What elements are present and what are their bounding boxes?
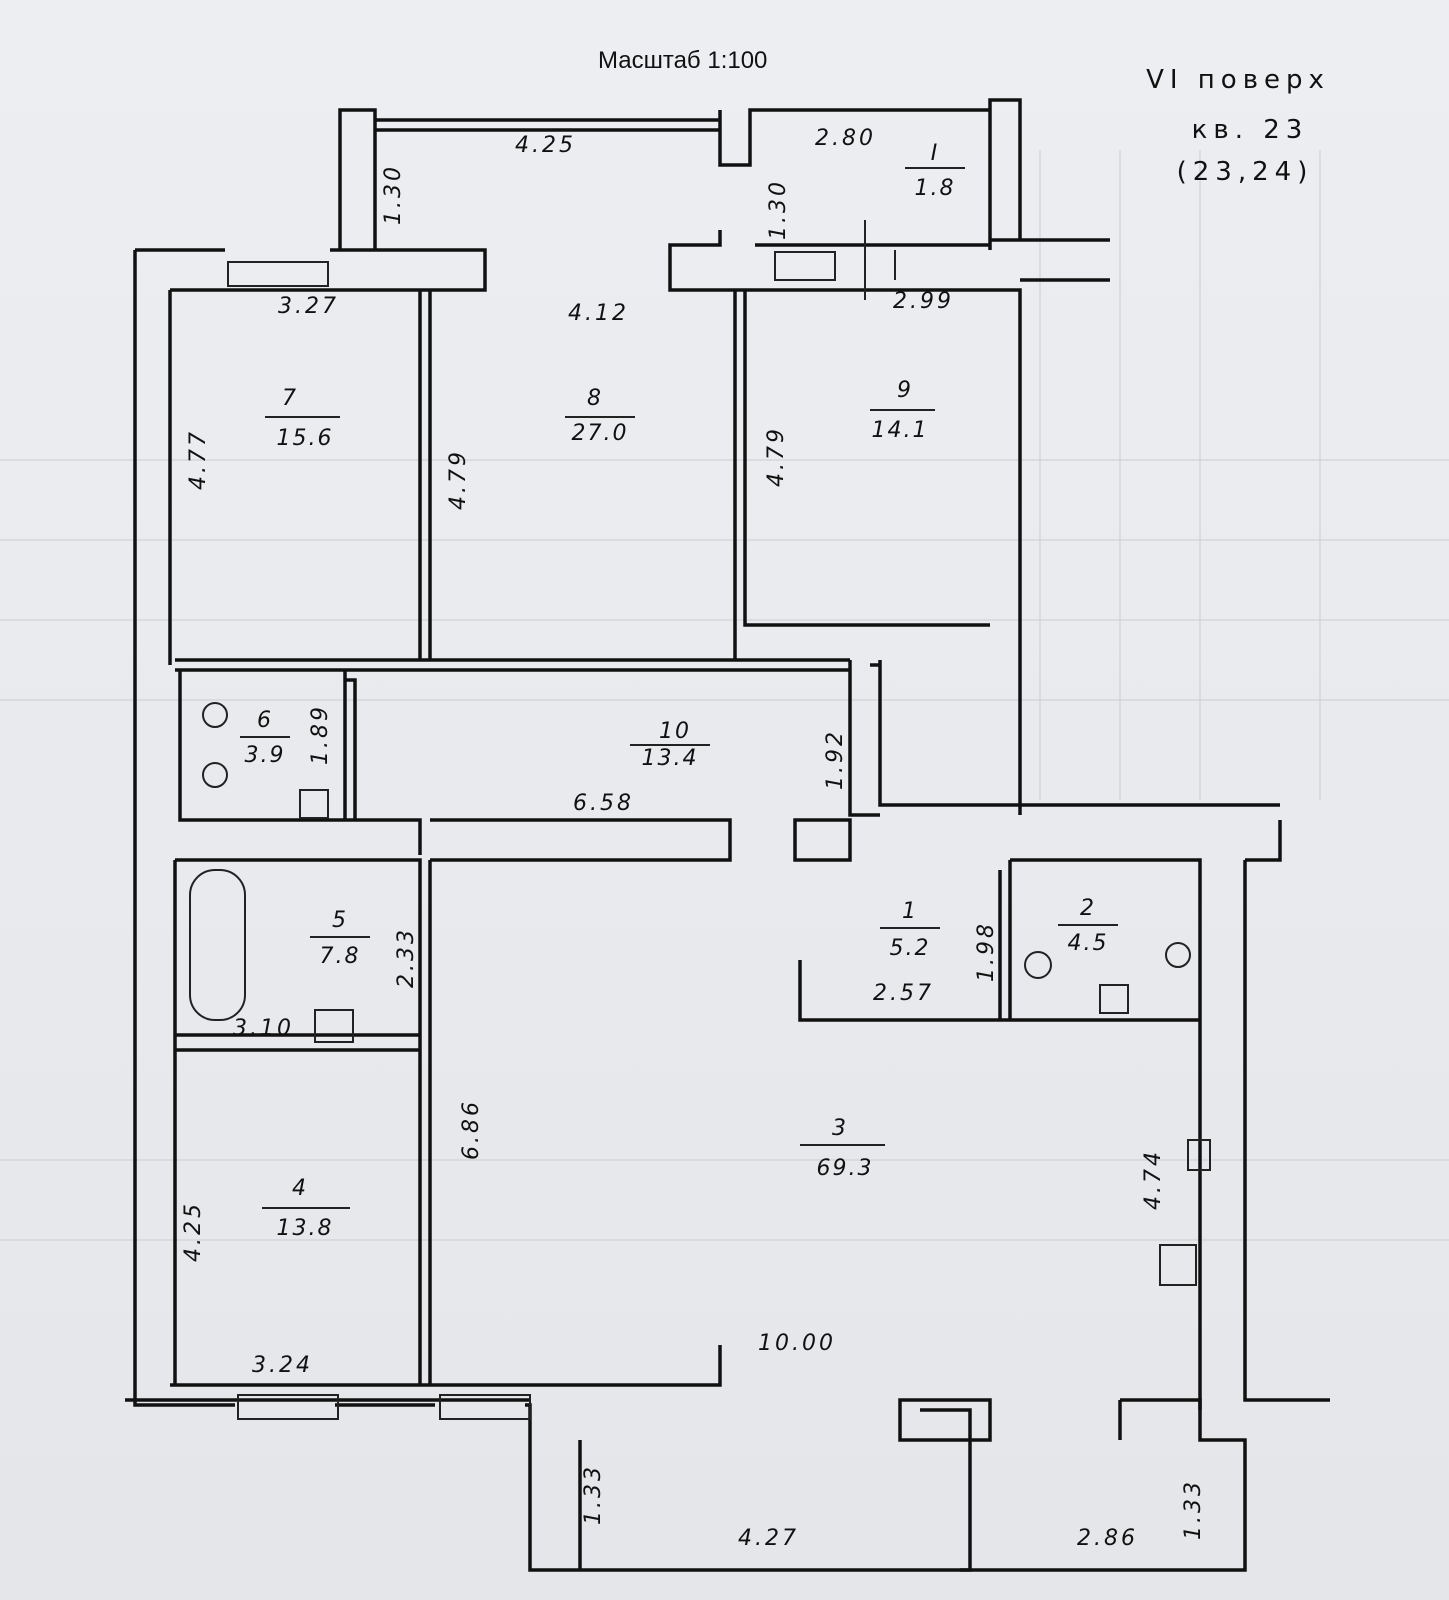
dimension: 2.57 <box>873 981 934 1006</box>
kitchen-sink-icon <box>1187 1139 1211 1171</box>
room-label-text: 3 <box>832 1116 848 1141</box>
apartment-label: кв. 23 <box>1192 115 1309 145</box>
room-label-text: 69.3 <box>817 1156 874 1181</box>
sink-icon <box>314 1009 354 1043</box>
dimension: 6.86 <box>459 1099 484 1160</box>
room-2: 24.5 <box>1058 896 1118 956</box>
windows <box>227 220 896 1420</box>
room-label-text: 5.2 <box>890 936 931 961</box>
dimension: 1.92 <box>823 729 848 790</box>
dimension: 1.33 <box>581 1464 606 1525</box>
dimension: 1.89 <box>308 704 333 765</box>
room-label-text: 13.8 <box>277 1216 334 1241</box>
dimension: 2.86 <box>1077 1526 1138 1551</box>
room-label-text: I <box>931 141 940 166</box>
dimension: 2.33 <box>394 927 419 988</box>
dimension: 2.80 <box>815 126 876 151</box>
dimension: 10.00 <box>758 1331 836 1356</box>
room-label-text: 7 <box>282 386 298 411</box>
bidet-icon <box>202 762 228 788</box>
dimension-labels: 4.25 1.30 2.80 1.30 3.27 4.12 2.99 4.77 … <box>181 126 1206 1551</box>
dimension: 6.58 <box>573 791 634 816</box>
room-3: 369.3 <box>800 1116 885 1181</box>
room-labels: 15.2 24.5 369.3 413.8 57.8 63.9 715.6 82… <box>240 141 1118 1241</box>
fixtures <box>189 702 1211 1286</box>
room-5: 57.8 <box>310 908 370 969</box>
room-label-text: 2 <box>1080 896 1096 921</box>
bathtub-icon <box>189 869 246 1021</box>
toilet-icon <box>202 702 228 728</box>
background-grid <box>0 150 1449 1241</box>
dimension: 3.27 <box>278 294 339 319</box>
room-label-text: 4 <box>292 1176 308 1201</box>
dimension: 4.25 <box>515 133 576 158</box>
dimension: 3.10 <box>233 1016 294 1041</box>
room-label-text: 13.4 <box>642 746 699 771</box>
dimension: 1.30 <box>766 179 791 240</box>
room-label-text: 8 <box>587 386 603 411</box>
dimension: 4.12 <box>568 301 629 326</box>
room-label-text: 10 <box>659 719 691 744</box>
dimension: 4.27 <box>738 1526 799 1551</box>
toilet-icon <box>1024 951 1052 979</box>
room-label-text: 5 <box>332 908 348 933</box>
room-7: 715.6 <box>265 386 340 451</box>
floor-label: VI поверх <box>1146 65 1330 95</box>
dimension: 4.77 <box>186 429 211 490</box>
room-label-text: 1 <box>902 899 918 924</box>
room-8: 827.0 <box>565 386 635 446</box>
dimension: 4.74 <box>1141 1149 1166 1210</box>
room-label-text: 9 <box>897 378 913 403</box>
room-label-text: 15.6 <box>277 426 334 451</box>
room-label-text: 7.8 <box>320 944 361 969</box>
room-label-text: 6 <box>257 708 273 733</box>
room-label-text: 1.8 <box>915 176 956 201</box>
room-1: 15.2 <box>880 899 940 961</box>
room-label-text: 3.9 <box>245 743 286 768</box>
room-label-text: 4.5 <box>1068 931 1109 956</box>
dimension: 4.79 <box>764 426 789 487</box>
room-6: 63.9 <box>240 708 290 768</box>
stove-icon <box>1159 1244 1197 1286</box>
room-9: 914.1 <box>870 378 935 443</box>
room-label-text: 27.0 <box>572 421 629 446</box>
sink-icon <box>299 789 329 819</box>
sink-icon <box>1099 984 1129 1014</box>
walls <box>125 98 1330 1572</box>
toilet-icon <box>1165 942 1191 968</box>
dimension: 1.30 <box>381 164 406 225</box>
dimension: 3.24 <box>252 1353 313 1378</box>
dimension: 4.25 <box>181 1201 206 1262</box>
dimension: 1.33 <box>1181 1479 1206 1540</box>
room-4: 413.8 <box>262 1176 350 1241</box>
dimension: 2.99 <box>893 289 954 314</box>
dimension: 4.79 <box>446 449 471 510</box>
dimension: 1.98 <box>974 921 999 982</box>
scale-label: Масштаб 1:100 <box>598 47 767 74</box>
balcony-I: I 1.8 <box>905 141 965 201</box>
apartment-numbers: (23,24) <box>1177 157 1314 187</box>
room-label-text: 14.1 <box>872 418 929 443</box>
